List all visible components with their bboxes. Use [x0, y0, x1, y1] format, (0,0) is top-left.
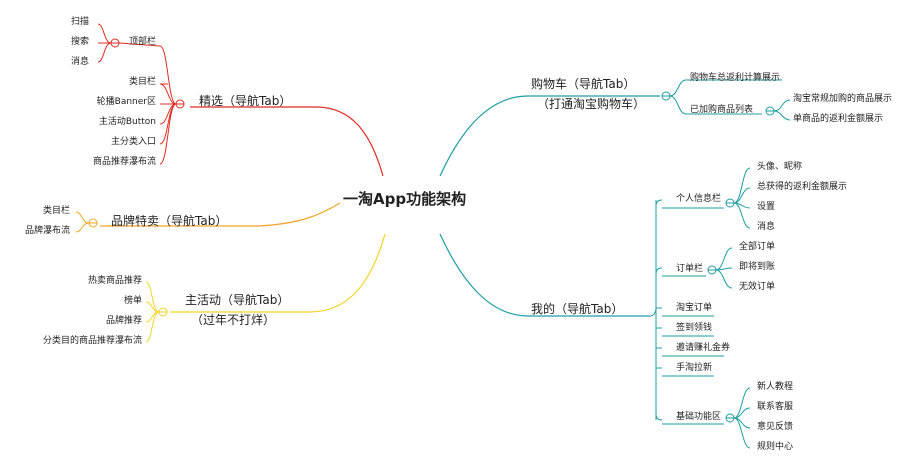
jingxuan-item[interactable]: 主分类入口 — [110, 137, 156, 147]
jichu-item[interactable]: 联系客服 — [757, 402, 794, 412]
jingxuan-topic[interactable]: 精选（导航Tab） — [199, 94, 292, 108]
jichu-topic[interactable]: 基础功能区 — [676, 412, 722, 422]
zhuhuodong-item[interactable]: 榜单 — [123, 296, 142, 306]
jingxuan-item[interactable]: 轮播Banner区 — [96, 97, 156, 107]
jichu-item[interactable]: 规则中心 — [757, 442, 794, 452]
cart-list-item[interactable]: 淘宝常规加购的商品展示 — [793, 94, 893, 104]
root-topic[interactable]: 一淘App功能架构 — [343, 190, 467, 208]
jichu-item[interactable]: 意见反馈 — [757, 422, 794, 432]
geren-item[interactable]: 头像、昵称 — [757, 162, 803, 172]
geren-item[interactable]: 总获得的返利金额展示 — [757, 182, 848, 192]
gouwuche-topic[interactable]: 购物车（导航Tab） — [531, 77, 636, 91]
wode-item[interactable]: 邀请赚礼金券 — [676, 343, 731, 353]
gouwuche-item[interactable]: 已加购商品列表 — [690, 105, 754, 115]
zhuhuodong-item[interactable]: 品牌推荐 — [105, 316, 142, 326]
wode-item[interactable]: 签到领钱 — [676, 323, 713, 333]
wode-item[interactable]: 淘宝订单 — [676, 303, 713, 313]
jingxuan-item[interactable]: 商品推荐瀑布流 — [92, 157, 156, 167]
dingdan-item[interactable]: 即将到账 — [739, 262, 776, 272]
cart-list-item[interactable]: 单商品的返利金额展示 — [793, 114, 884, 124]
top-bar-item[interactable]: 消息 — [70, 57, 89, 67]
wode-topic[interactable]: 我的（导航Tab） — [531, 302, 624, 316]
geren-item[interactable]: 消息 — [757, 222, 776, 232]
gouwuche-item[interactable]: 购物车总返利计算展示 — [690, 73, 781, 83]
jingxuan-item[interactable]: 主活动Button — [98, 117, 156, 127]
dingdan-topic[interactable]: 订单栏 — [676, 264, 704, 274]
dingdan-item[interactable]: 无效订单 — [739, 282, 776, 292]
geren-topic[interactable]: 个人信息栏 — [676, 194, 722, 204]
top-bar-item[interactable]: 扫描 — [70, 17, 89, 27]
pinpai-item[interactable]: 类目栏 — [42, 206, 70, 216]
wode-item[interactable]: 手淘拉新 — [676, 363, 713, 373]
jichu-item[interactable]: 新人教程 — [757, 382, 794, 392]
zhuhuodong-item[interactable]: 分类目的商品推荐瀑布流 — [42, 336, 142, 346]
dingdan-item[interactable]: 全部订单 — [739, 242, 776, 252]
geren-item[interactable]: 设置 — [757, 202, 776, 212]
pinpai-item[interactable]: 品牌瀑布流 — [24, 226, 70, 236]
zhuhuodong-topic[interactable]: 主活动（导航Tab） — [185, 293, 290, 307]
gouwuche-subtitle: （打通淘宝购物车） — [537, 97, 646, 111]
pinpai-topic[interactable]: 品牌特卖（导航Tab） — [111, 214, 228, 228]
top-bar-item[interactable]: 搜索 — [70, 37, 89, 47]
top-bar-topic[interactable]: 顶部栏 — [128, 37, 156, 47]
zhuhuodong-item[interactable]: 热卖商品推荐 — [87, 276, 142, 286]
jingxuan-item[interactable]: 类目栏 — [128, 77, 156, 87]
zhuhuodong-subtitle: （过年不打烊） — [191, 313, 276, 327]
